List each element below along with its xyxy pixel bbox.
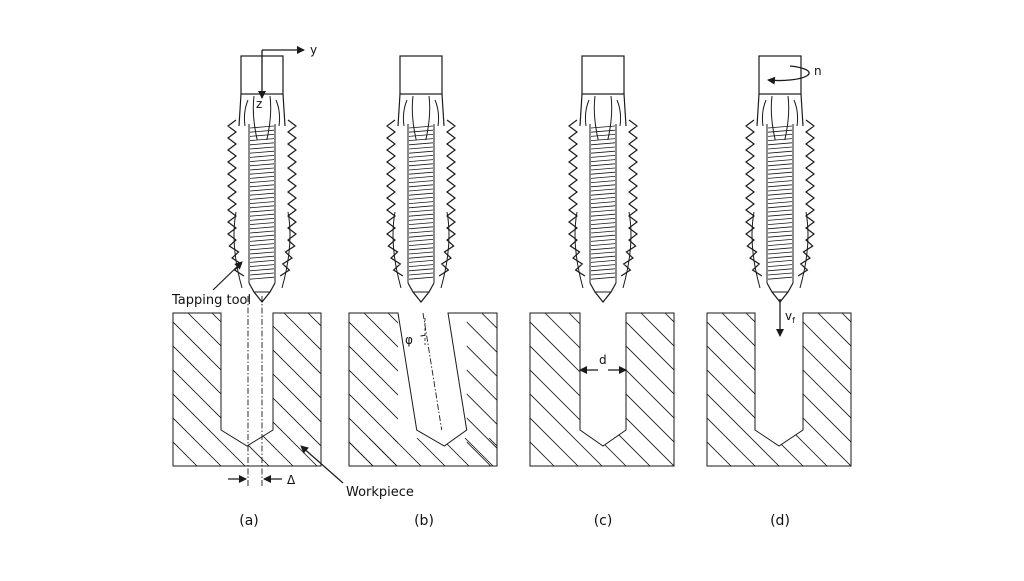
diameter-d-label: d xyxy=(599,353,607,367)
workpiece-block-b xyxy=(348,312,498,467)
panel-c-drawing xyxy=(529,55,675,467)
axis-y-label: y xyxy=(310,43,317,57)
panel-d-drawing xyxy=(706,55,852,467)
rotation-arrow xyxy=(767,65,810,85)
caption-d: (d) xyxy=(770,513,790,529)
tapping-tool-c xyxy=(568,55,638,303)
tapping-tool-label: Tapping tool xyxy=(171,293,251,308)
workpiece-label: Workpiece xyxy=(346,485,414,500)
axis-z-label: z xyxy=(256,97,262,111)
tapping-tool-d xyxy=(745,55,815,303)
tapping-tool-b xyxy=(386,55,456,303)
tilt-angle-arc xyxy=(420,334,426,337)
rotation-n-label: n xyxy=(814,64,822,78)
angle-phi-label: φ xyxy=(405,333,413,347)
workpiece-leader xyxy=(300,445,344,484)
feed-v-label: vf xyxy=(785,309,795,325)
caption-b: (b) xyxy=(414,513,434,529)
workpiece-block-a xyxy=(172,312,322,467)
panel-a-drawing xyxy=(172,55,322,467)
panel-b-drawing xyxy=(348,55,498,467)
caption-a: (a) xyxy=(239,513,259,529)
tapping-tool-leader xyxy=(212,261,243,291)
caption-c: (c) xyxy=(594,513,613,529)
workpiece-block-d xyxy=(706,312,852,467)
workpiece-block-c xyxy=(529,312,675,467)
offset-delta-label: Δ xyxy=(287,473,296,487)
